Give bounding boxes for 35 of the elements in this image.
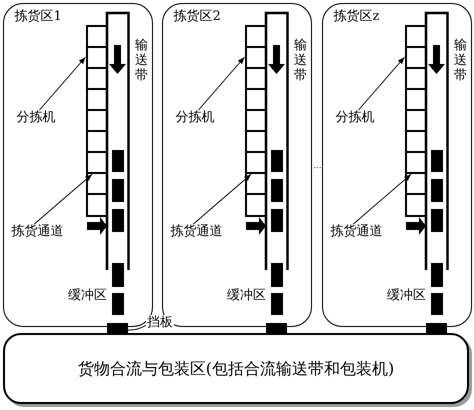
sorter-cell (404, 151, 426, 174)
zone-title: 拣货区2 (174, 9, 221, 24)
side-label: 输送带 (294, 38, 308, 83)
ellipsis: … (314, 161, 322, 171)
area-label: 货物合流与包装区(包括合流输送带和包装机) (78, 358, 394, 378)
picking-zone-panel (322, 3, 472, 327)
picking-zone-panel (162, 3, 312, 327)
leader-arrow (198, 56, 245, 110)
sorter-rack (86, 24, 108, 216)
leader-line (128, 324, 146, 331)
callout-label: 拣货通道 (330, 224, 382, 239)
sorter-rack (404, 24, 426, 216)
sorter-rack (244, 24, 266, 216)
stopper-bar (107, 323, 128, 333)
leader-arrow (358, 56, 405, 110)
callout-label: 分拣机 (176, 110, 214, 125)
text-label: 缓冲区 (227, 288, 266, 302)
zone-title: 拣货区1 (14, 9, 62, 24)
side-label: 输送带 (454, 38, 468, 83)
leader-arrow (34, 174, 93, 224)
callout-label: 分拣机 (16, 110, 56, 125)
text-label: 缓冲区 (387, 288, 426, 302)
leader-arrow (352, 174, 412, 224)
sorter-cell (244, 151, 266, 174)
callout-label: 拣货通道 (170, 224, 222, 239)
callout-label: 分拣机 (336, 110, 374, 125)
leader-arrow (39, 56, 86, 110)
text-label: 缓冲区 (68, 288, 107, 302)
side-label: 输送带 (135, 38, 149, 83)
leader-arrow (192, 174, 252, 224)
packing-area-box (3, 333, 469, 404)
callout-label: 挡板 (146, 314, 174, 330)
zone-title: 拣货区z (334, 9, 380, 24)
sorter-cell (86, 151, 108, 174)
callout-label: 拣货通道 (12, 224, 64, 239)
